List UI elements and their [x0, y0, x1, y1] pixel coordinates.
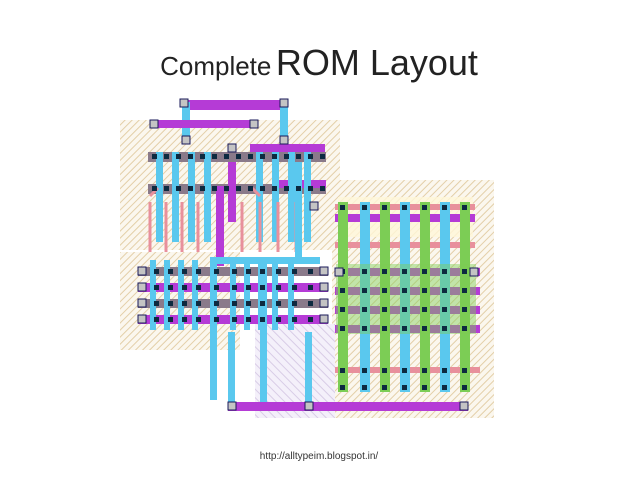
- metal2-top-bus: [182, 100, 282, 110]
- active-green-block: [336, 264, 476, 334]
- metal2-bottom-bus: [228, 402, 468, 411]
- metal1-array-vertical-2: [260, 257, 267, 407]
- source-url: http://alltypeim.blogspot.in/: [259, 451, 379, 462]
- metal1-top-drop-right: [280, 102, 288, 142]
- metal1-array-vertical: [210, 260, 217, 400]
- metal1-bottom-mid: [305, 332, 312, 410]
- title-rom-layout: ROM Layout: [275, 42, 478, 83]
- metal2-mid-vertical: [228, 162, 236, 222]
- metal2-upper-bar-2: [250, 144, 325, 152]
- contacts: [140, 154, 467, 390]
- metal1-mid-link: [295, 162, 302, 262]
- metal1-bottom-left: [228, 332, 235, 410]
- right-block-columns: [338, 202, 470, 392]
- slide-title: Complete ROM Layout: [0, 42, 638, 84]
- decoder-columns: [156, 152, 311, 242]
- rom-layout-diagram: [120, 98, 494, 418]
- metal2-left-vertical: [216, 186, 224, 266]
- metal2-upper-bar: [150, 120, 250, 128]
- title-word-complete: Complete: [160, 51, 272, 81]
- vias: [137, 98, 479, 411]
- metal1-horizontal-link: [210, 257, 320, 264]
